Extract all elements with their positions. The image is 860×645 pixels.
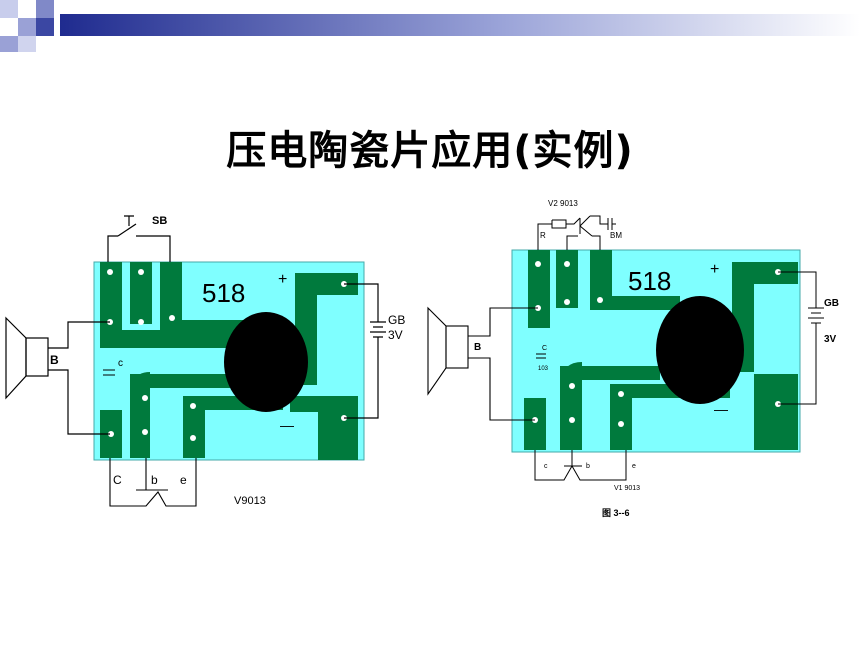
transistor-symbol: [109, 458, 197, 507]
pin-e-label: e: [180, 473, 187, 487]
resistor-label: R: [540, 231, 546, 240]
cap-label: c: [118, 358, 123, 369]
battery-label: GB: [824, 298, 839, 309]
pads: [107, 269, 347, 441]
left-circuit-diagram: 518 + — SB GB 3V B c C b e V9013: [5, 215, 405, 507]
pin-c-label: c: [544, 463, 548, 470]
right-circuit-diagram: 518 + — V2 9013 R BM GB 3V B C 103 c b e…: [427, 199, 839, 518]
battery-label: GB: [388, 313, 405, 327]
header-decoration: [0, 0, 860, 52]
piezo-disc: [656, 296, 744, 404]
plus-label: +: [710, 261, 719, 278]
header-gradient-bar: [60, 14, 860, 36]
page-title: 压电陶瓷片应用(实例): [226, 128, 634, 174]
cap-label: C: [542, 345, 547, 352]
pin-e-label: e: [632, 463, 636, 470]
transistor-label: V9013: [234, 495, 266, 507]
voltage-label: 3V: [824, 334, 837, 345]
plus-label: +: [278, 271, 287, 288]
figure-caption: 图 3--6: [602, 508, 630, 518]
piezo-disc: [224, 312, 308, 412]
button-label: BM: [610, 231, 622, 240]
bottom-transistor-symbol: [534, 450, 627, 481]
top-components: [537, 215, 616, 250]
switch-sb: [107, 215, 171, 262]
battery: [344, 283, 386, 419]
bottom-transistor-label: V1 9013: [614, 485, 640, 492]
minus-label: —: [714, 401, 728, 417]
speaker-label: B: [474, 342, 481, 353]
switch-label: SB: [152, 215, 167, 227]
speaker-label: B: [50, 353, 59, 367]
battery: [778, 271, 824, 405]
cap-value-label: 103: [538, 366, 549, 372]
voltage-label: 3V: [388, 328, 403, 342]
top-transistor-label: V2 9013: [548, 199, 578, 208]
pin-c-label: C: [113, 473, 122, 487]
minus-label: —: [280, 417, 294, 433]
speaker: [5, 316, 110, 435]
pin-b-label: b: [151, 473, 158, 487]
speaker: [427, 306, 538, 421]
board-number: 518: [628, 266, 671, 296]
pin-b-label: b: [586, 463, 590, 470]
board-number: 518: [202, 278, 245, 308]
